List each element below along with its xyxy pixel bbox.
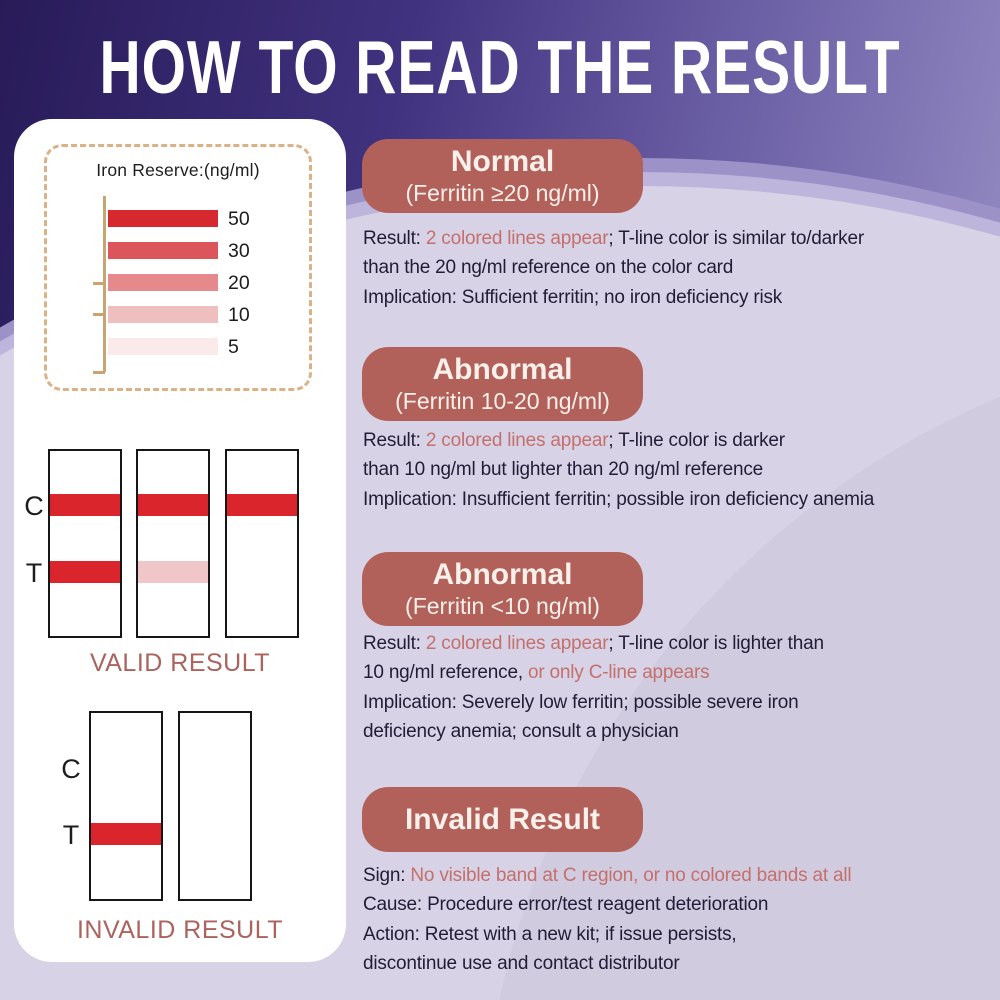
color-bar-value: 50 <box>228 208 250 230</box>
color-bar-value: 5 <box>228 336 239 358</box>
plain-text: ; T-line color is lighter than <box>608 633 824 654</box>
badge-title: Normal <box>450 145 555 178</box>
color-reference-title: Iron Reserve:(ng/ml) <box>96 160 260 180</box>
result-sections: Normal(Ferritin ≥20 ng/ml) Result: 2 colo… <box>362 0 994 1000</box>
invalid-strips-group <box>14 711 346 901</box>
invalid-c-label: C <box>61 754 81 784</box>
c-line-band <box>227 494 297 516</box>
section-text-line: than 10 ng/ml but lighter than 20 ng/ml … <box>363 455 874 484</box>
results-card: Iron Reserve:(ng/ml) 50 30 20 10 5 C T VALID… <box>14 119 346 962</box>
accent-text: 2 colored lines appear <box>425 633 609 654</box>
valid-t-label: T <box>25 558 43 588</box>
color-axis-tick <box>93 371 105 374</box>
section-text-line: Implication: Sufficient ferritin; no iro… <box>363 283 864 312</box>
valid-caption: VALID RESULT <box>89 649 271 677</box>
section-text-line: Action: Retest with a new kit; if issue … <box>363 920 851 949</box>
section-body: Sign: No visible band at C region, or no… <box>363 861 852 979</box>
badge-subtitle: (Ferritin ≥20 ng/ml) <box>405 180 600 206</box>
section-body: Result: 2 colored lines appear; T-line c… <box>363 224 864 312</box>
plain-text: ; T-line color is darker <box>608 430 785 451</box>
plain-text: Cause: Procedure error/test reagent dete… <box>363 894 769 916</box>
t-line-band <box>91 823 161 845</box>
plain-text: ; T-line color is similar to/darker <box>608 228 864 249</box>
color-bar <box>108 274 218 291</box>
section-badge: Normal(Ferritin ≥20 ng/ml) <box>362 139 643 213</box>
t-line-band <box>138 561 208 583</box>
badge-title: Abnormal <box>432 558 573 591</box>
t-line-band <box>50 561 120 583</box>
section-body: Result: 2 colored lines appear; T-line c… <box>363 629 824 747</box>
invalid-t-label: T <box>62 820 80 850</box>
color-reference-box <box>44 144 312 391</box>
section-text-line: Implication: Insufficient ferritin; poss… <box>363 485 874 514</box>
color-bar-value: 30 <box>228 240 250 262</box>
c-line-band <box>138 494 208 516</box>
section-text-line: Result: 2 colored lines appear; T-line c… <box>363 426 874 455</box>
section-text-line: than the 20 ng/ml reference on the color… <box>363 253 864 282</box>
plain-text: than the 20 ng/ml reference on the color… <box>363 257 734 279</box>
plain-text: Result: <box>363 228 426 249</box>
plain-text: Implication: Insufficient ferritin; poss… <box>363 488 875 510</box>
color-bar <box>108 306 218 323</box>
section-text-line: Sign: No visible band at C region, or no… <box>363 861 852 890</box>
test-strip <box>89 711 163 901</box>
plain-text: Result: <box>363 430 426 451</box>
badge-subtitle: (Ferritin <10 ng/ml) <box>405 593 600 619</box>
c-line-band <box>50 494 120 516</box>
accent-text: or only C-line appears <box>527 662 710 684</box>
section-text-line: Result: 2 colored lines appear; T-line c… <box>363 629 824 658</box>
section-text-line: Result: 2 colored lines appear; T-line c… <box>363 224 864 253</box>
color-bar <box>108 338 218 355</box>
test-strip <box>136 449 210 638</box>
section-text-line: deficiency anemia; consult a physician <box>363 717 824 746</box>
plain-text: Action: Retest with a new kit; if issue … <box>363 923 737 945</box>
plain-text: than 10 ng/ml but lighter than 20 ng/ml … <box>363 459 764 481</box>
color-bar <box>108 210 218 227</box>
invalid-caption: INVALID RESULT <box>76 916 284 944</box>
section-body: Result: 2 colored lines appear; T-line c… <box>363 426 874 514</box>
test-strip <box>48 449 122 638</box>
plain-text: 10 ng/ml reference, <box>363 662 528 684</box>
plain-text: Result: <box>363 633 426 654</box>
plain-text: Implication: Sufficient ferritin; no iro… <box>363 286 783 308</box>
valid-c-label: C <box>24 491 44 521</box>
plain-text: deficiency anemia; consult a physician <box>363 721 679 743</box>
badge-title: Abnormal <box>432 353 573 386</box>
page-title: HOW TO READ THE RESULT <box>99 25 901 109</box>
color-axis-tick <box>93 313 105 316</box>
valid-strips-group <box>14 449 346 638</box>
section-text-line: Cause: Procedure error/test reagent dete… <box>363 890 851 919</box>
section-text-line: Implication: Severely low ferritin; poss… <box>363 688 824 717</box>
section-text-line: discontinue use and contact distributor <box>363 949 851 978</box>
section-badge: Abnormal(Ferritin <10 ng/ml) <box>362 552 643 626</box>
plain-text: Sign: <box>363 865 411 886</box>
accent-text: No visible band at C region, or no color… <box>410 865 852 886</box>
plain-text: discontinue use and contact distributor <box>363 953 680 975</box>
color-bar <box>108 242 218 259</box>
section-badge: Invalid Result <box>362 787 643 852</box>
accent-text: 2 colored lines appear <box>425 430 609 451</box>
test-strip <box>178 711 252 901</box>
accent-text: 2 colored lines appear <box>425 228 609 249</box>
color-axis-tick <box>93 282 105 285</box>
badge-subtitle: (Ferritin 10-20 ng/ml) <box>395 388 610 414</box>
test-strip <box>225 449 299 638</box>
color-bar-value: 20 <box>228 272 250 294</box>
section-text-line: 10 ng/ml reference, or only C-line appea… <box>363 658 824 687</box>
color-bar-value: 10 <box>228 304 250 326</box>
plain-text: Implication: Severely low ferritin; poss… <box>363 691 799 713</box>
badge-title: Invalid Result <box>404 803 601 836</box>
section-badge: Abnormal(Ferritin 10-20 ng/ml) <box>362 347 643 421</box>
